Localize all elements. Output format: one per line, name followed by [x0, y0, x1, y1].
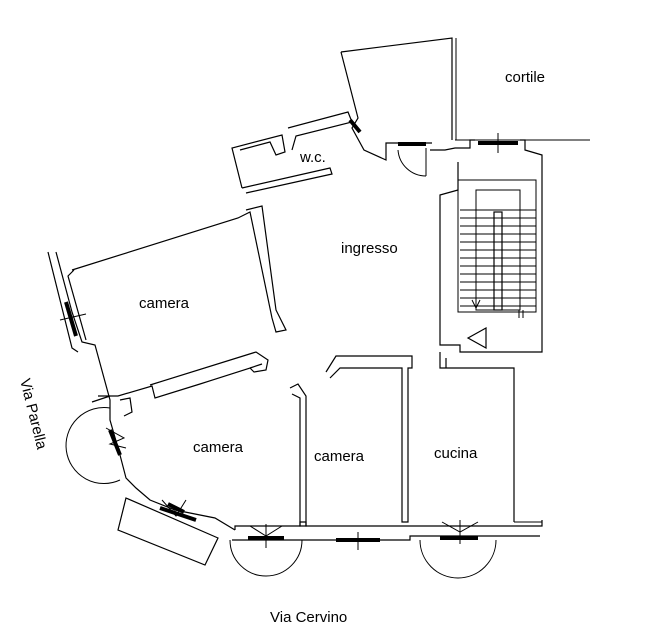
- courtyard-door: [348, 118, 427, 177]
- courtyard-block: [340, 37, 590, 161]
- left-facade: [47, 251, 236, 566]
- entrance-arrow-icon: [466, 326, 487, 350]
- stair-well: [430, 139, 543, 353]
- bottom-facade: [229, 520, 543, 579]
- label-cucina: cucina: [434, 445, 478, 462]
- label-ingresso: ingresso: [341, 240, 398, 257]
- street-via-cervino: Via Cervino: [270, 609, 347, 626]
- wc-room: [231, 111, 353, 194]
- stair-window: [478, 133, 518, 153]
- label-camera-top: camera: [139, 295, 190, 312]
- street-via-parella: Via Parella: [16, 377, 50, 452]
- label-camera-small: camera: [314, 448, 365, 465]
- camera-top-room: [71, 205, 287, 399]
- label-cortile: cortile: [505, 69, 545, 86]
- label-camera-mid: camera: [193, 439, 244, 456]
- camera-mid-room: [119, 397, 187, 517]
- stair-steps: [460, 209, 536, 307]
- partitions: [289, 352, 515, 527]
- label-wc: w.c.: [299, 149, 326, 166]
